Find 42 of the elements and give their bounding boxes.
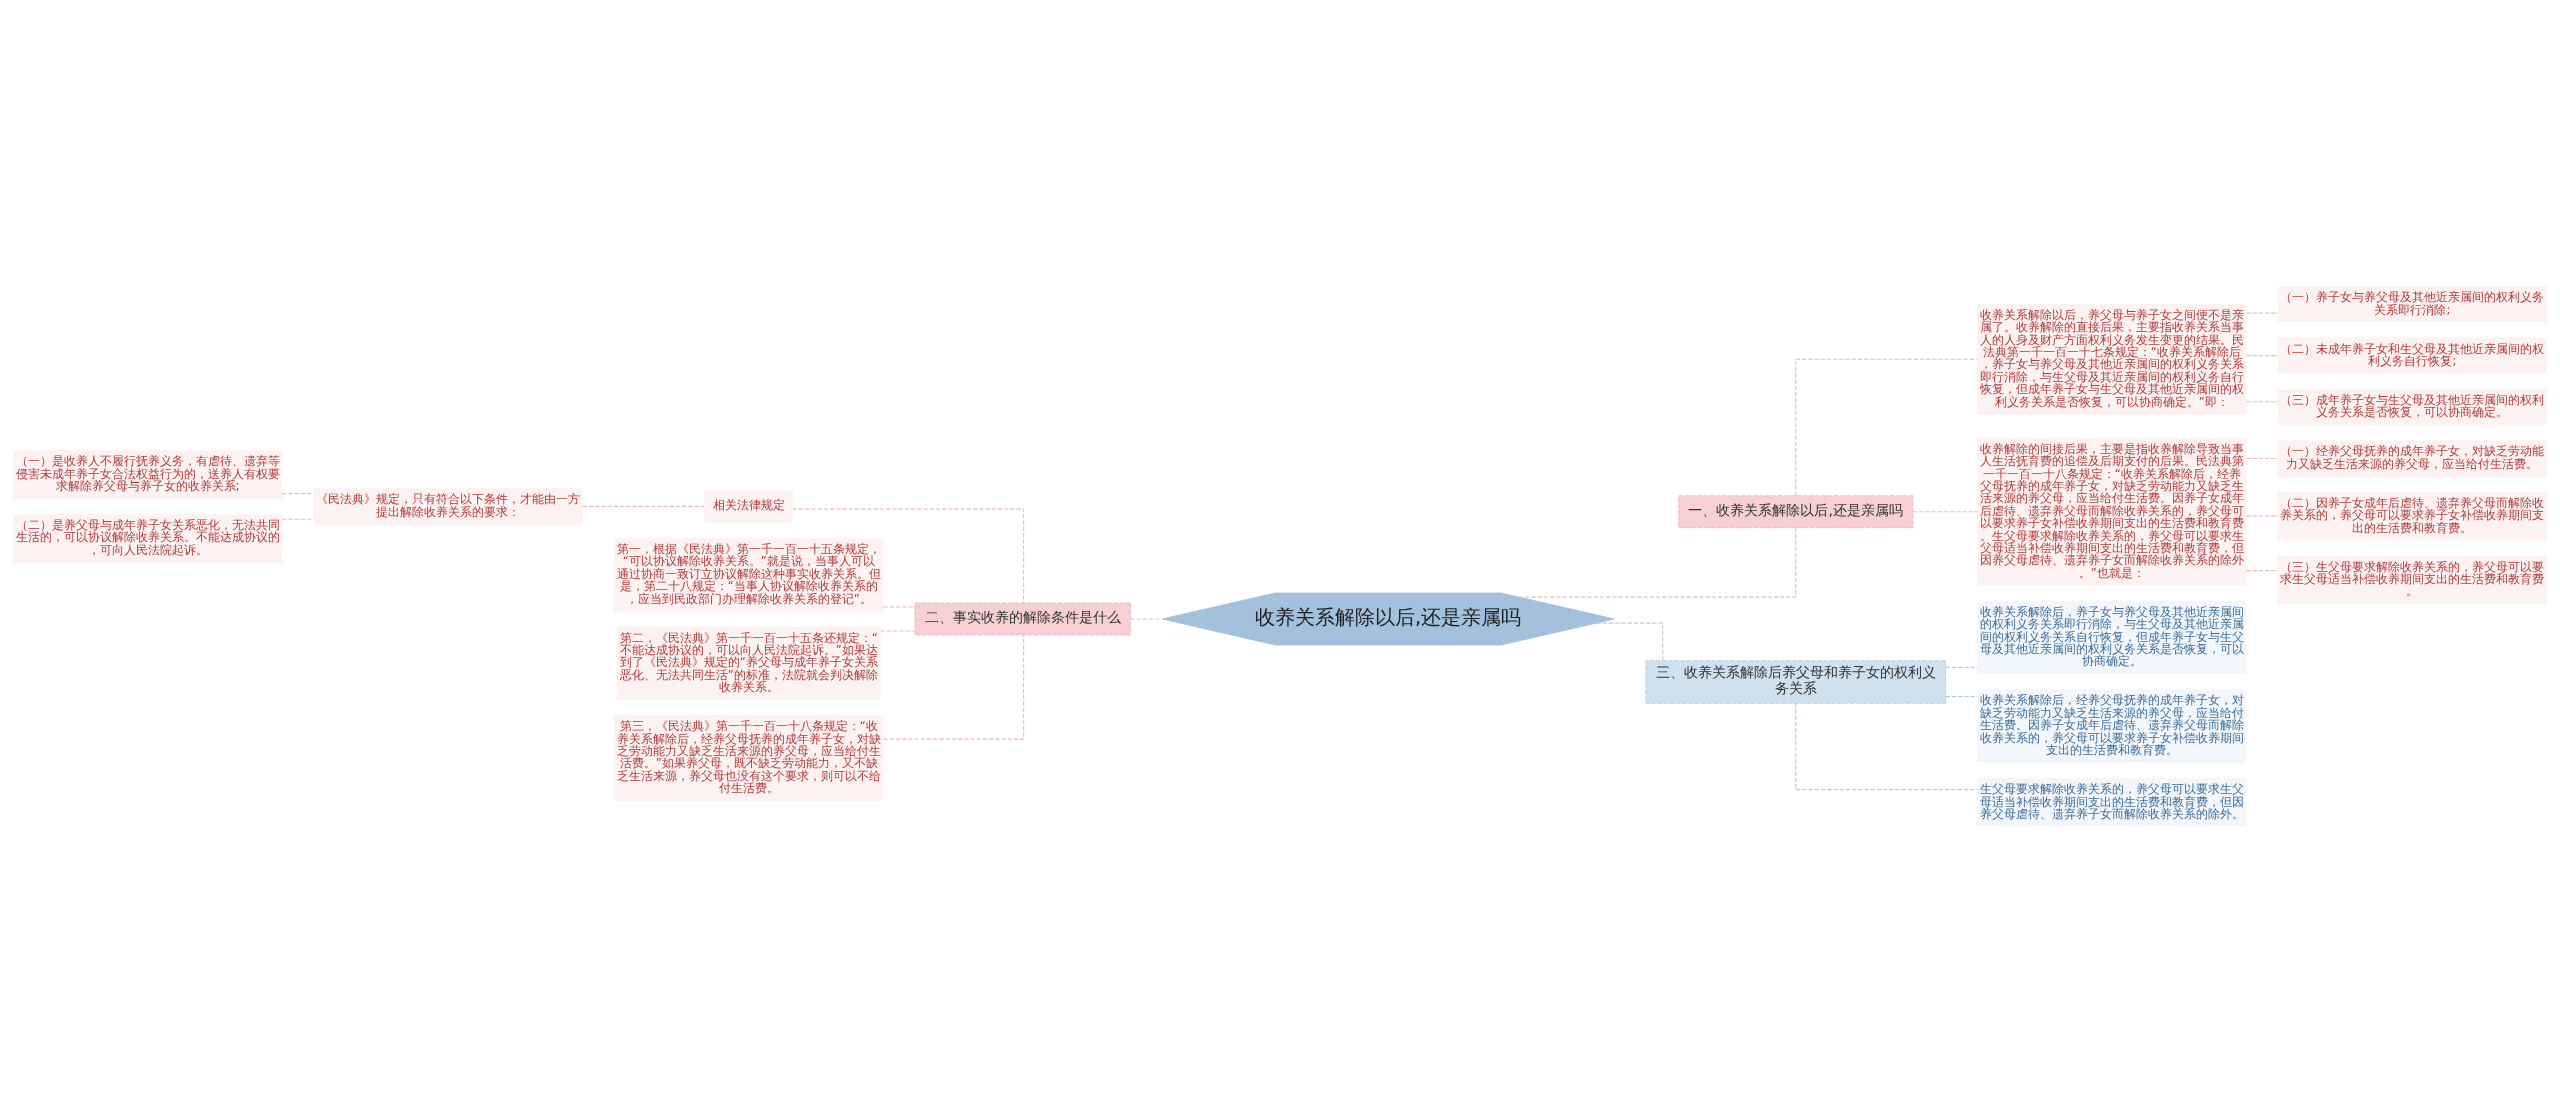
connector: [1595, 622, 1664, 661]
connector: [2245, 355, 2279, 357]
node-box: 二、事实收养的解除条件是什么: [914, 602, 1131, 636]
connector: [1945, 666, 1978, 668]
node-box: 《民法典》规定，只有符合以下条件，才能由一方提出解除收养关系的要求：: [313, 488, 583, 525]
node-box: （二）因养子女成年后虐待、遗弃养父母而解除收养关系的，养父母可以要求养子女补偿收养期间支出的生活费和教育费。: [2277, 491, 2548, 541]
connector: [1795, 358, 1978, 497]
connector: [281, 493, 315, 495]
connector: [879, 630, 916, 632]
node-box: （一）养子女与养父母及其他近亲属间的权利义务关系即行消除;: [2277, 286, 2548, 323]
connector: [792, 508, 1025, 604]
connector: [582, 505, 706, 507]
connector: [1795, 702, 1978, 791]
connector: [1518, 527, 1797, 598]
connector: [882, 606, 916, 608]
node-box: （三）生父母要求解除收养关系的，养父母可以要求生父母适当补偿收养期间支出的生活费和教育费。: [2277, 555, 2548, 605]
connector: [2245, 457, 2279, 460]
node-box: 相关法律规定: [704, 490, 794, 523]
node-box: 第二，《民法典》第一千一百一十五条还规定：“不能达成协议的，可以向人民法院起诉。”如果达到了《民法典》规定的“养父母与成年养子女关系恶化、无法共同生活”的标准，法院就会判决解除收养关系。: [616, 626, 881, 701]
connector: [1130, 618, 1163, 620]
connector: [882, 634, 1025, 740]
node-box: 第三，《民法典》第一千一百一十八条规定：“收养关系解除后，经养父母抚养的成年养子女，对缺乏劳动能力又缺乏生活来源的养父母，应当给付生活费。”如果养父母，既不缺乏劳动能力，又不缺乏生活来源，养父母也没有这个要求，则可以不给付生活费。: [614, 715, 884, 802]
node-box: 三、收养关系解除后养父母和养子女的权利义务关系: [1645, 660, 1946, 704]
node-box: 第一，根据《民法典》第一千一百一十五条规定，“可以协议解除收养关系。”就是说，当事人可以通过协商一致订立协议解除这种事实收养关系。但是，第二十八规定：“当事人协议解除收养关系的，应当到民政部门办理解除收养关系的登记”。: [614, 537, 884, 612]
connector: [2245, 515, 2279, 517]
connector: [2245, 401, 2279, 403]
node-box: （二）是养父母与成年养子女关系恶化，无法共同生活的，可以协议解除收养关系。不能达成协议的，可向人民法院起诉。: [12, 513, 283, 563]
node-box: （一）是收养人不履行抚养义务，有虐待、遗弃等侵害未成年养子女合法权益行为的，送养人有权要求解除养父母与养子女的收养关系;: [12, 450, 283, 499]
node-box: （二）未成年养子女和生父母及其他近亲属间的权利义务自行恢复;: [2277, 337, 2548, 374]
connector: [1912, 511, 1978, 513]
node-box: 收养关系解除以后，养父母与养子女之间便不是亲属了。收养解除的直接后果，主要指收养关系当事人的人身及财产方面权利义务发生变更的结果。民法典第一千一百一十七条规定：“收养关系解除后，养子女与养父母及其他近亲属间的权利义务关系即行消除，与生父母及其近亲属间的权利义务自行恢复，但成年养子女与生父母及其他近亲属间的权利义务关系是否恢复，可以协商确定。”即：: [1977, 303, 2247, 415]
connector: [1945, 696, 1978, 698]
node-box: （一）经养父母抚养的成年养子女，对缺乏劳动能力又缺乏生活来源的养父母，应当给付生活费。: [2277, 440, 2548, 477]
node-box: 生父母要求解除收养关系的，养父母可以要求生父母适当补偿收养期间支出的生活费和教育费，但因养父母虐待、遗弃养子女而解除收养关系的除外。: [1977, 778, 2247, 827]
node-box: 收养解除的间接后果，主要是指收养解除导致当事人生活抚育费的追偿及后期支付的后果。民法典第一千一百一十八条规定：“收养关系解除后，经养父母抚养的成年养子女，对缺乏劳动能力又缺乏生活来源的养父母，应当给付生活费。因养子女成年后虐待、遗弃养父母而解除收养关系的，养父母可以要求养子女补偿收养期间支出的生活费和教育费。生父母要求解除收养关系的，养父母可以要求生父母适当补偿收养期间支出的生活费和教育费，但因养父母虐待、遗弃养子女而解除收养关系的除外。”也就是：: [1977, 437, 2247, 586]
node-box: 收养关系解除后，养子女与养父母及其他近亲属间的权利义务关系即行消除，与生父母及其他近亲属间的权利义务关系自行恢复，但成年养子女与生父母及其他近亲属间的权利义务关系是否恢复，可以协商确定。: [1977, 600, 2247, 675]
node-box: 一、收养关系解除以后,还是亲属吗: [1678, 495, 1914, 529]
node-box: 收养关系解除后，经养父母抚养的成年养子女，对缺乏劳动能力又缺乏生活来源的养父母，应当给付生活费。因养子女成年后虐待、遗弃养父母而解除收养关系的，养父母可以要求养子女补偿收养期间支出的生活费和教育费。: [1977, 689, 2247, 764]
connector: [2245, 570, 2279, 572]
node-box: （三）成年养子女与生父母及其他近亲属间的权利义务关系是否恢复，可以协商确定。: [2277, 388, 2548, 426]
connector: [281, 518, 315, 520]
connector: [2245, 312, 2279, 314]
